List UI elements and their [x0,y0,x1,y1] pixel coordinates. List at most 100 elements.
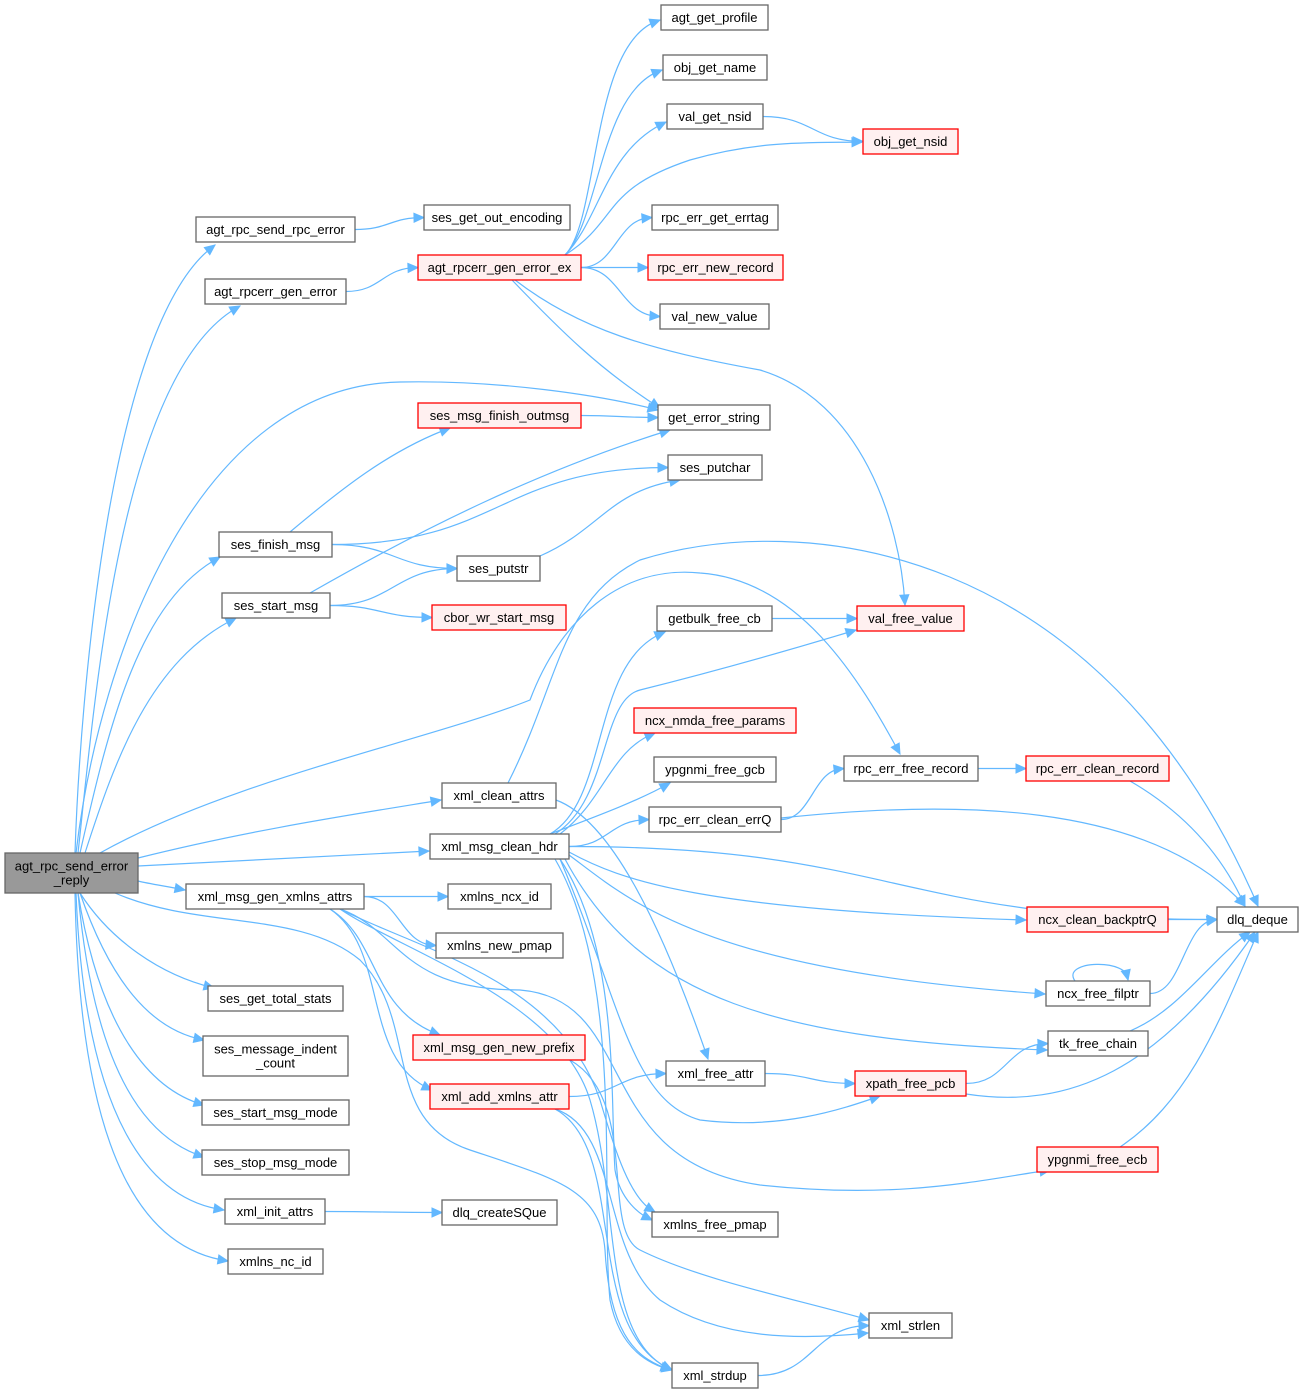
node-xml-msg-gen-xmlns-attrs[interactable]: xml_msg_gen_xmlns_attrs [185,883,365,910]
node-box[interactable] [651,204,779,231]
node-box[interactable] [429,833,570,860]
node-rpc-err-clean-record[interactable]: rpc_err_clean_record [1025,755,1170,782]
node-obj-get-name[interactable]: obj_get_name [662,54,768,81]
node-ses-putstr[interactable]: ses_putstr [456,555,541,582]
node-rpc-err-new-record[interactable]: rpc_err_new_record [647,254,784,281]
node-xmlns-new-pmap[interactable]: xmlns_new_pmap [435,932,564,959]
node-ses-get-out-encoding[interactable]: ses_get_out_encoding [423,204,571,231]
node-ses-message-indent-count[interactable]: ses_message_indent_count [202,1035,349,1077]
node-xml-strdup[interactable]: xml_strdup [671,1362,759,1389]
node-box[interactable] [221,592,331,619]
node-dlq-createSQue[interactable]: dlq_createSQue [441,1199,558,1226]
node-ses-finish-msg[interactable]: ses_finish_msg [218,531,333,558]
node-box[interactable] [431,604,567,631]
node-box[interactable] [868,1312,953,1339]
node-cbor-wr-start-msg[interactable]: cbor_wr_start_msg [431,604,567,631]
node-box[interactable] [456,555,541,582]
node-box[interactable] [662,54,768,81]
node-obj-get-nsid[interactable]: obj_get_nsid [862,128,959,155]
node-box[interactable] [660,4,769,31]
node-ses-msg-finish-outmsg[interactable]: ses_msg_finish_outmsg [417,402,582,429]
node-box[interactable] [185,883,365,910]
node-xpath-free-pcb[interactable]: xpath_free_pcb [854,1070,967,1097]
node-box[interactable] [854,1070,967,1097]
node-xml-free-attr[interactable]: xml_free_attr [665,1060,766,1087]
node-xml-strlen[interactable]: xml_strlen [868,1312,953,1339]
node-xml-msg-clean-hdr[interactable]: xml_msg_clean_hdr [429,833,570,860]
node-xmlns-nc-id[interactable]: xmlns_nc_id [227,1248,324,1275]
node-rpc-err-free-record[interactable]: rpc_err_free_record [843,755,979,782]
node-box[interactable] [412,1034,586,1061]
node-ses-get-total-stats[interactable]: ses_get_total_stats [207,985,344,1012]
node-box[interactable] [201,1099,350,1126]
node-box[interactable] [447,883,552,910]
node-box[interactable] [423,204,571,231]
node-box[interactable] [204,278,347,305]
node-val-free-value[interactable]: val_free_value [856,605,965,632]
node-box[interactable] [201,1149,350,1176]
node-ncx-nmda-free-params[interactable]: ncx_nmda_free_params [633,707,797,734]
node-root[interactable]: agt_rpc_send_error_reply [4,852,139,894]
node-box[interactable] [657,404,771,431]
node-box[interactable] [227,1248,324,1275]
node-xmlns-ncx-id[interactable]: xmlns_ncx_id [447,883,552,910]
node-rpc-err-clean-errQ[interactable]: rpc_err_clean_errQ [648,806,782,833]
node-val-new-value[interactable]: val_new_value [659,303,770,330]
node-box[interactable] [666,103,764,130]
node-box[interactable] [417,402,582,429]
node-xml-init-attrs[interactable]: xml_init_attrs [224,1198,326,1225]
node-box[interactable] [671,1362,759,1389]
node-box[interactable] [843,755,979,782]
node-box[interactable] [417,254,582,281]
node-box[interactable] [648,806,782,833]
node-box[interactable] [1047,1030,1149,1057]
node-box[interactable] [224,1198,326,1225]
node-box[interactable] [633,707,797,734]
node-box[interactable] [1026,906,1169,933]
node-box[interactable] [1045,980,1151,1007]
node-ses-start-msg[interactable]: ses_start_msg [221,592,331,619]
node-tk-free-chain[interactable]: tk_free_chain [1047,1030,1149,1057]
node-box[interactable] [207,985,344,1012]
node-box[interactable] [218,531,333,558]
node-box[interactable] [665,1060,766,1087]
node-box[interactable] [441,782,557,809]
node-ses-stop-msg-mode[interactable]: ses_stop_msg_mode [201,1149,350,1176]
node-ses-start-msg-mode[interactable]: ses_start_msg_mode [201,1099,350,1126]
node-rpc-err-get-errtag[interactable]: rpc_err_get_errtag [651,204,779,231]
node-box[interactable] [195,216,356,243]
node-box[interactable] [647,254,784,281]
node-ypgnmi-free-gcb[interactable]: ypgnmi_free_gcb [653,756,777,783]
node-box[interactable] [1025,755,1170,782]
node-box[interactable] [441,1199,558,1226]
node-box[interactable] [435,932,564,959]
node-ncx-clean-backptrQ[interactable]: ncx_clean_backptrQ [1026,906,1169,933]
node-dlq-deque[interactable]: dlq_deque [1216,906,1299,933]
node-xml-add-xmlns-attr[interactable]: xml_add_xmlns_attr [429,1083,570,1110]
node-box[interactable] [656,605,773,632]
node-box[interactable] [659,303,770,330]
node-box[interactable] [202,1035,349,1077]
node-box[interactable] [862,128,959,155]
node-xmlns-free-pmap[interactable]: xmlns_free_pmap [651,1211,779,1238]
node-getbulk-free-cb[interactable]: getbulk_free_cb [656,605,773,632]
node-box[interactable] [1216,906,1299,933]
node-box[interactable] [1036,1146,1159,1173]
node-box[interactable] [4,852,139,894]
node-agt-rpc-send-rpc-error[interactable]: agt_rpc_send_rpc_error [195,216,356,243]
node-get-error-string[interactable]: get_error_string [657,404,771,431]
node-box[interactable] [651,1211,779,1238]
node-ses-putchar[interactable]: ses_putchar [667,454,763,481]
node-box[interactable] [653,756,777,783]
node-box[interactable] [429,1083,570,1110]
node-agt-rpcerr-gen-error[interactable]: agt_rpcerr_gen_error [204,278,347,305]
node-val-get-nsid[interactable]: val_get_nsid [666,103,764,130]
node-ypgnmi-free-ecb[interactable]: ypgnmi_free_ecb [1036,1146,1159,1173]
node-xml-clean-attrs[interactable]: xml_clean_attrs [441,782,557,809]
node-xml-msg-gen-new-prefix[interactable]: xml_msg_gen_new_prefix [412,1034,586,1061]
node-agt-rpcerr-gen-error-ex[interactable]: agt_rpcerr_gen_error_ex [417,254,582,281]
node-ncx-free-filptr[interactable]: ncx_free_filptr [1045,980,1151,1007]
node-box[interactable] [856,605,965,632]
node-agt-get-profile[interactable]: agt_get_profile [660,4,769,31]
node-box[interactable] [667,454,763,481]
